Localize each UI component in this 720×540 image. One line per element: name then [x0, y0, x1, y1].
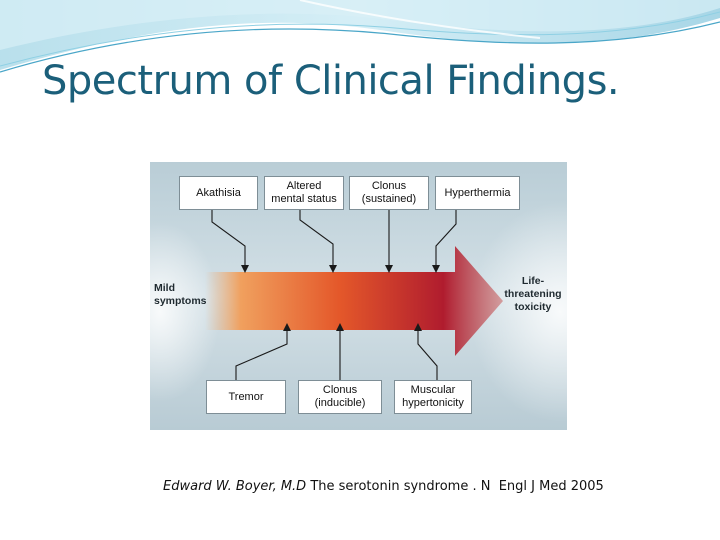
citation-source: The serotonin syndrome . N Engl J Med 20… — [306, 479, 604, 494]
finding-box-clonus-inducible: Clonus (inducible) — [298, 380, 382, 414]
arrowhead-altered-mental-status — [329, 265, 337, 273]
arrow-tremor — [235, 330, 288, 380]
citation: Edward W. Boyer, M.D The serotonin syndr… — [163, 479, 604, 494]
finding-label-hyperthermia: Hyperthermia — [444, 186, 511, 199]
slide-title: Spectrum of Clinical Findings. — [42, 58, 620, 104]
finding-box-muscular-hypertonicity: Muscular hypertonicity — [394, 380, 472, 414]
serotonin-syndrome-spectrum-diagram: Akathisia Altered mental status Clonus (… — [150, 162, 567, 430]
arrowhead-clonus-sustained — [385, 265, 393, 273]
finding-label-clonus-inducible: Clonus (inducible) — [314, 384, 366, 409]
arrowhead-tremor — [283, 323, 291, 331]
arrowhead-muscular-hypertonicity — [414, 323, 422, 331]
finding-label-tremor: Tremor — [228, 390, 264, 403]
label-mild-symptoms: Mild symptoms — [154, 282, 207, 307]
header-wave-decoration — [0, 0, 720, 73]
finding-box-altered-mental-status: Altered mental status — [264, 176, 344, 210]
severity-arrow — [205, 246, 503, 356]
arrow-muscular-hypertonicity — [417, 330, 438, 380]
finding-box-tremor: Tremor — [206, 380, 286, 414]
finding-box-hyperthermia: Hyperthermia — [435, 176, 520, 210]
citation-author: Edward W. Boyer, M.D — [163, 479, 307, 494]
finding-box-akathisia: Akathisia — [179, 176, 258, 210]
finding-label-akathisia: Akathisia — [196, 186, 241, 199]
diagram-graphics — [205, 210, 503, 380]
arrow-akathisia — [211, 210, 246, 266]
label-life-threatening-toxicity: Life- threatening toxicity — [504, 275, 562, 313]
arrowhead-akathisia — [241, 265, 249, 273]
arrow-hyperthermia — [435, 210, 457, 266]
arrowhead-clonus-inducible — [336, 323, 344, 331]
finding-label-clonus-sustained: Clonus (sustained) — [361, 180, 417, 205]
finding-label-altered-mental-status: Altered mental status — [271, 180, 337, 205]
arrow-altered-mental-status — [299, 210, 334, 266]
finding-label-muscular-hypertonicity: Muscular hypertonicity — [402, 384, 464, 409]
arrowhead-hyperthermia — [432, 265, 440, 273]
finding-box-clonus-sustained: Clonus (sustained) — [349, 176, 429, 210]
